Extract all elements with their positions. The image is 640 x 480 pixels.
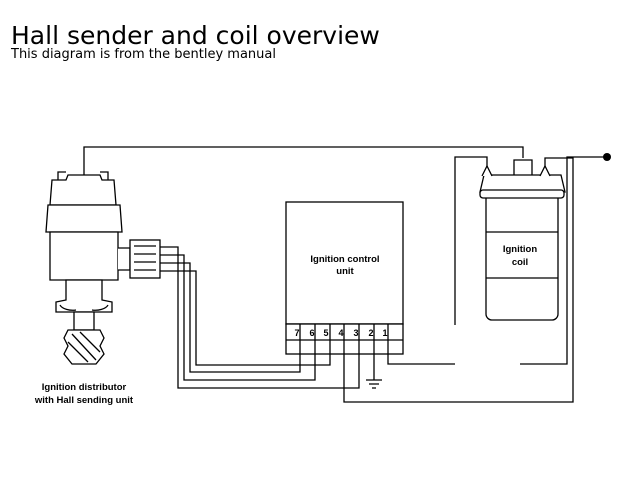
ignition-coil — [479, 159, 566, 321]
terminal-1-label: 1 — [382, 328, 387, 338]
hall-wire-c — [160, 262, 301, 373]
terminal-7-label: 7 — [294, 328, 299, 338]
terminal-3-label: 3 — [353, 328, 358, 338]
coil-body — [485, 191, 559, 321]
supply-wire — [520, 156, 607, 365]
distributor-label-line-1: Ignition distributor — [42, 382, 127, 393]
control-unit-label-line-1: Ignition control — [310, 254, 379, 265]
distributor-label-line-2: with Hall sending unit — [34, 395, 134, 406]
control-unit-label-line-2: unit — [336, 266, 354, 277]
coil-positive-wire — [343, 157, 574, 403]
page-title: Hall sender and coil overview — [11, 21, 380, 50]
supply-terminal-dot — [603, 153, 611, 161]
terminal-4-label: 4 — [338, 328, 343, 338]
coil-tower — [513, 159, 533, 175]
terminal-2-label: 2 — [368, 328, 373, 338]
hall-wire-a — [160, 246, 360, 389]
coil-label-line-1: Ignition — [503, 244, 537, 255]
page-subtitle: This diagram is from the bentley manual — [11, 47, 276, 62]
distributor-cap — [49, 174, 117, 206]
ground-symbol — [366, 379, 382, 389]
terminal-1-wire — [387, 352, 455, 365]
distributor-shaft-housing — [55, 279, 113, 313]
wires — [83, 146, 611, 403]
coil-label-line-2: coil — [512, 257, 528, 268]
hall-wire-b — [160, 254, 316, 381]
hall-wire-d — [160, 270, 331, 366]
coil-hv-wire — [83, 146, 524, 178]
ignition-control-unit — [285, 201, 404, 355]
ignition-distributor — [45, 171, 161, 365]
distributor-body — [49, 231, 119, 281]
terminal-5-label: 5 — [323, 328, 328, 338]
labels: Ignition distributor with Hall sending u… — [34, 244, 537, 406]
terminal-6-label: 6 — [309, 328, 314, 338]
